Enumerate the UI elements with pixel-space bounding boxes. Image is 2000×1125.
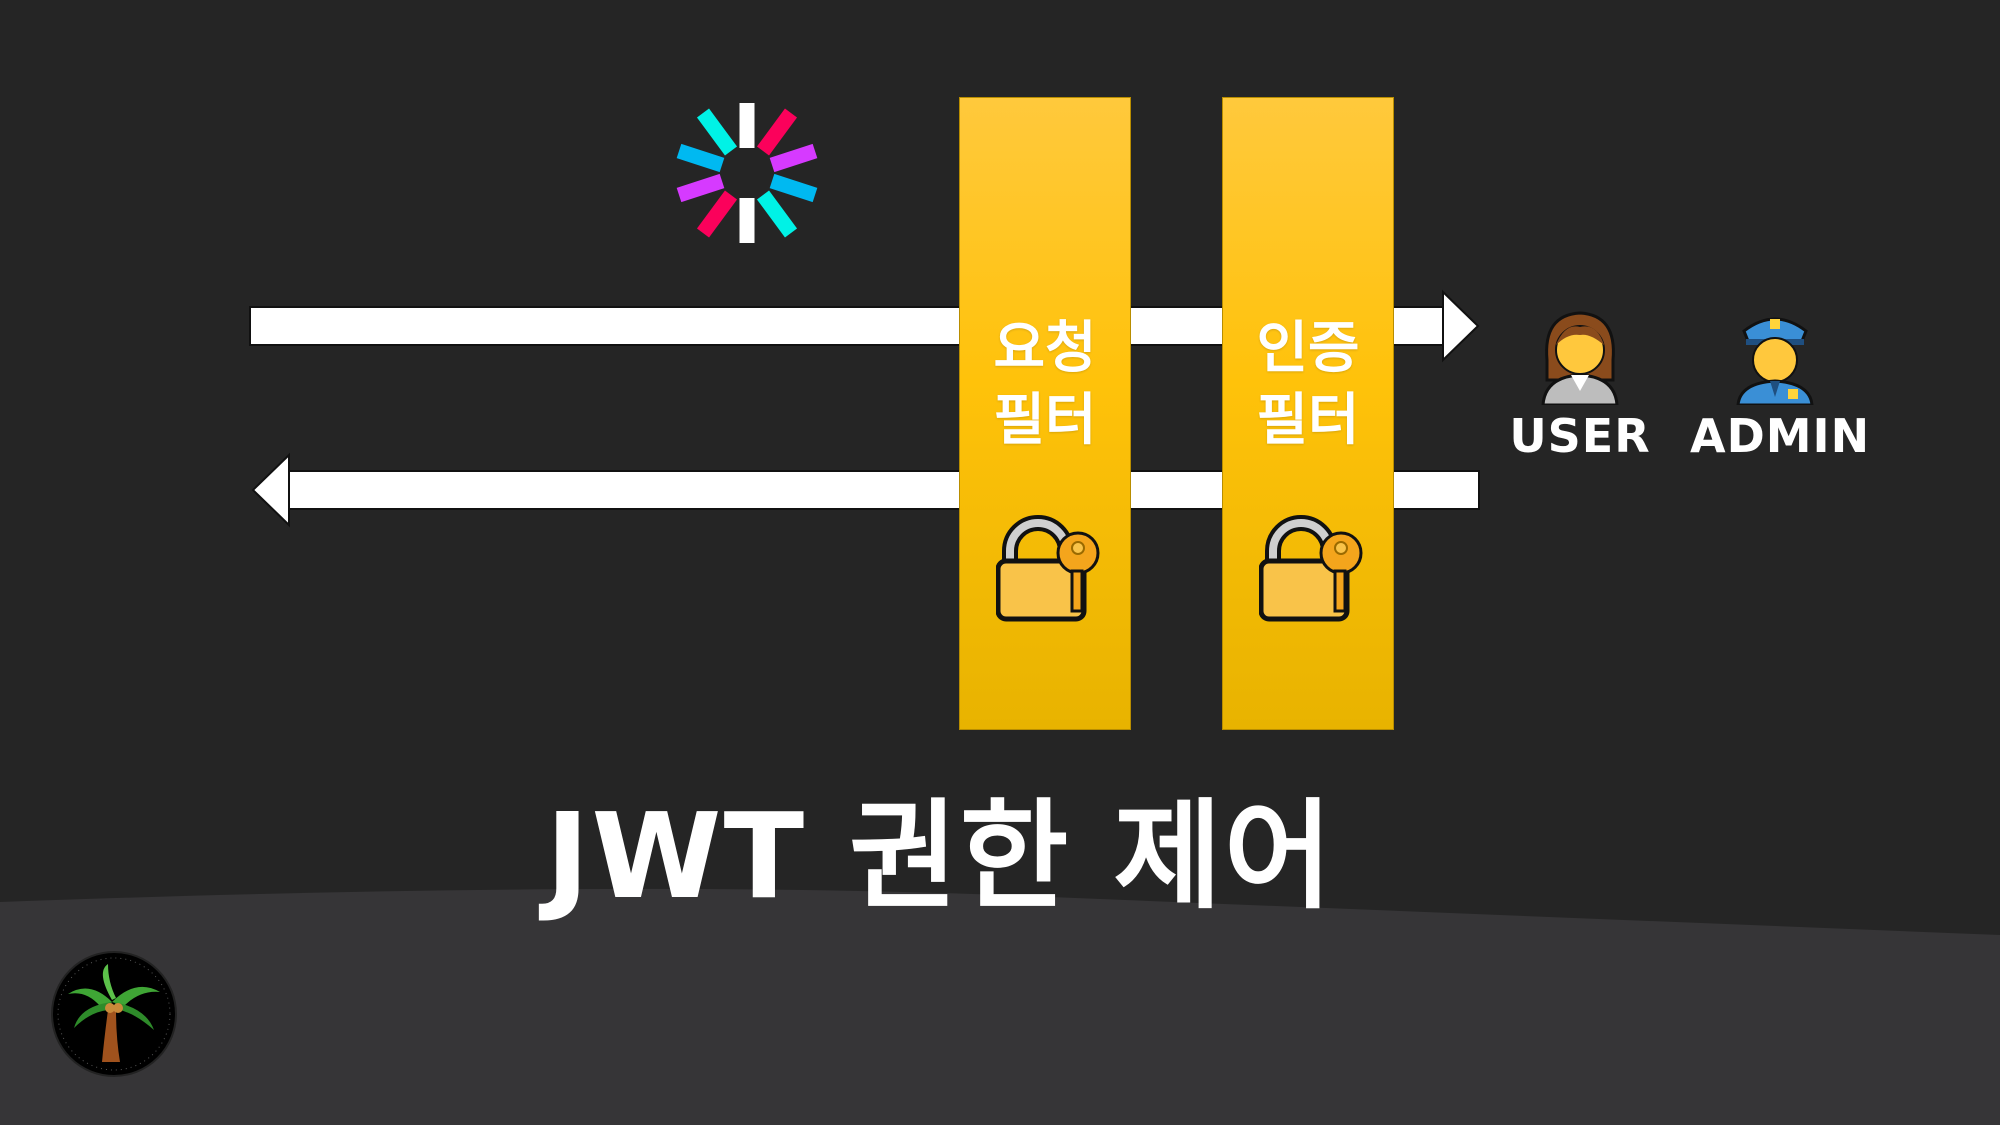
auth-filter: 인증 필터 xyxy=(1222,97,1394,730)
admin-role: ADMIN xyxy=(1690,305,1871,463)
jwt-logo-icon xyxy=(676,103,818,243)
slide-title: JWT 권한 제어 xyxy=(545,787,1335,925)
user-role: USER xyxy=(1500,305,1660,463)
locked-with-key-icon xyxy=(996,515,1100,622)
auth-filter-line2: 필터 xyxy=(1256,388,1360,453)
request-filter-line1: 요청 xyxy=(993,316,1097,381)
admin-role-label: ADMIN xyxy=(1690,409,1871,463)
police-officer-icon xyxy=(1736,317,1814,407)
auth-filter-label: 인증 필터 xyxy=(1223,313,1393,457)
palm-tree-icon xyxy=(51,951,177,1077)
request-filter-label: 요청 필터 xyxy=(960,313,1130,457)
woman-office-worker-icon xyxy=(1541,311,1619,407)
request-filter: 요청 필터 xyxy=(959,97,1131,730)
auth-filter-line1: 인증 xyxy=(1256,316,1360,381)
locked-with-key-icon xyxy=(1259,515,1363,622)
request-filter-line2: 필터 xyxy=(993,388,1097,453)
user-role-label: USER xyxy=(1509,409,1651,463)
bottom-band xyxy=(0,888,2000,1125)
